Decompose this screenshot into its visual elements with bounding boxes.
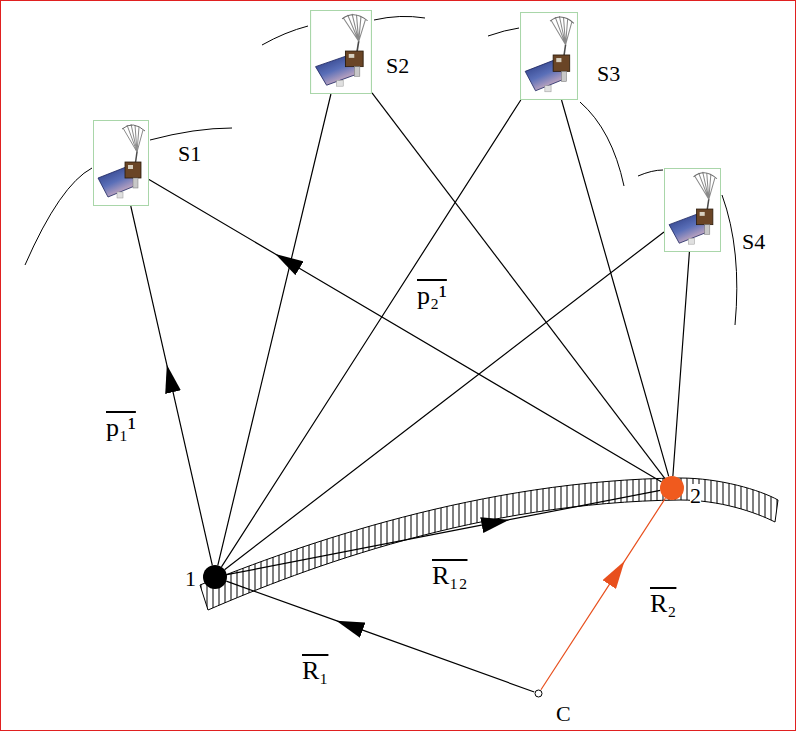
point-marker <box>203 565 227 589</box>
satellite-body <box>125 162 141 178</box>
orbit-arc <box>722 195 737 325</box>
vector-label: p₁¹ <box>104 412 138 445</box>
satellite-node: S2 <box>310 10 372 94</box>
antenna-dish <box>551 16 572 45</box>
point-label: 2 <box>690 484 701 508</box>
satellite-node: S1 <box>93 120 149 206</box>
point-dot <box>660 476 684 500</box>
satellite-node: S4 <box>664 168 721 252</box>
orbit-arc <box>150 128 232 140</box>
body-detail <box>688 238 694 244</box>
range-vector <box>131 206 213 565</box>
vector-label: p₂¹ <box>415 280 449 313</box>
orbit-arc <box>488 28 519 36</box>
position-vector <box>226 581 534 692</box>
body-detail <box>128 165 133 169</box>
satellite-body <box>553 55 570 71</box>
icon-frame <box>521 13 578 100</box>
icon-frame <box>311 10 372 93</box>
point-node: C <box>534 689 543 698</box>
body-detail <box>354 67 360 77</box>
satellite-body <box>345 51 363 67</box>
orbit-arc <box>262 26 308 45</box>
antenna-rim <box>550 17 574 23</box>
point-node: 2 <box>660 476 684 500</box>
body-detail <box>705 225 710 235</box>
satellite-line <box>562 100 669 476</box>
point-node: 1 <box>203 565 227 589</box>
antenna-rim <box>342 15 367 21</box>
body-detail <box>556 58 561 62</box>
satellite-label: S3 <box>597 62 620 86</box>
icon-frame <box>665 168 721 251</box>
orbit-arcs <box>25 16 737 325</box>
antenna-dish <box>123 124 143 152</box>
antenna-dish <box>695 172 715 199</box>
satellite-label: S4 <box>742 230 765 254</box>
position-vector <box>541 498 666 690</box>
satellite-line <box>673 252 690 476</box>
antenna-rim <box>122 125 145 131</box>
satellite-label: S1 <box>178 142 201 166</box>
point-dot <box>203 565 227 589</box>
point-marker <box>660 476 684 500</box>
hatched-band <box>200 478 778 610</box>
vector-label: R₁ <box>300 655 330 688</box>
body-detail <box>561 71 566 81</box>
center-label: C <box>556 702 571 726</box>
satellite-line <box>221 100 520 567</box>
body-detail <box>117 192 123 198</box>
orbit-arc <box>638 170 663 176</box>
satellite-icon <box>664 168 721 252</box>
satellite-line <box>225 232 664 570</box>
orbit-arc <box>374 16 425 20</box>
satellite-icon <box>93 120 149 206</box>
satellite-label: S2 <box>386 54 409 78</box>
body-detail <box>349 54 355 58</box>
icon-frame <box>94 121 149 206</box>
satellite-icon <box>520 12 578 100</box>
satellite-icon <box>310 10 372 94</box>
center-circle <box>535 690 542 697</box>
antenna-rim <box>694 173 717 179</box>
satellite-body <box>697 209 713 225</box>
orbit-arc <box>25 168 92 265</box>
point-label: 1 <box>185 567 196 591</box>
body-detail <box>545 86 551 92</box>
vector-label: R₁₂ <box>430 560 469 593</box>
satellite-node: S3 <box>520 12 578 100</box>
antenna-dish <box>343 14 365 41</box>
range-vector <box>149 180 662 482</box>
satellite-line <box>372 93 665 479</box>
satellite-line <box>218 94 331 565</box>
body-detail <box>337 80 344 86</box>
point-marker <box>534 689 543 698</box>
orbit-arc <box>580 102 624 186</box>
body-detail <box>133 178 138 188</box>
body-detail <box>700 212 705 216</box>
vector-label: R₂ <box>648 588 678 621</box>
